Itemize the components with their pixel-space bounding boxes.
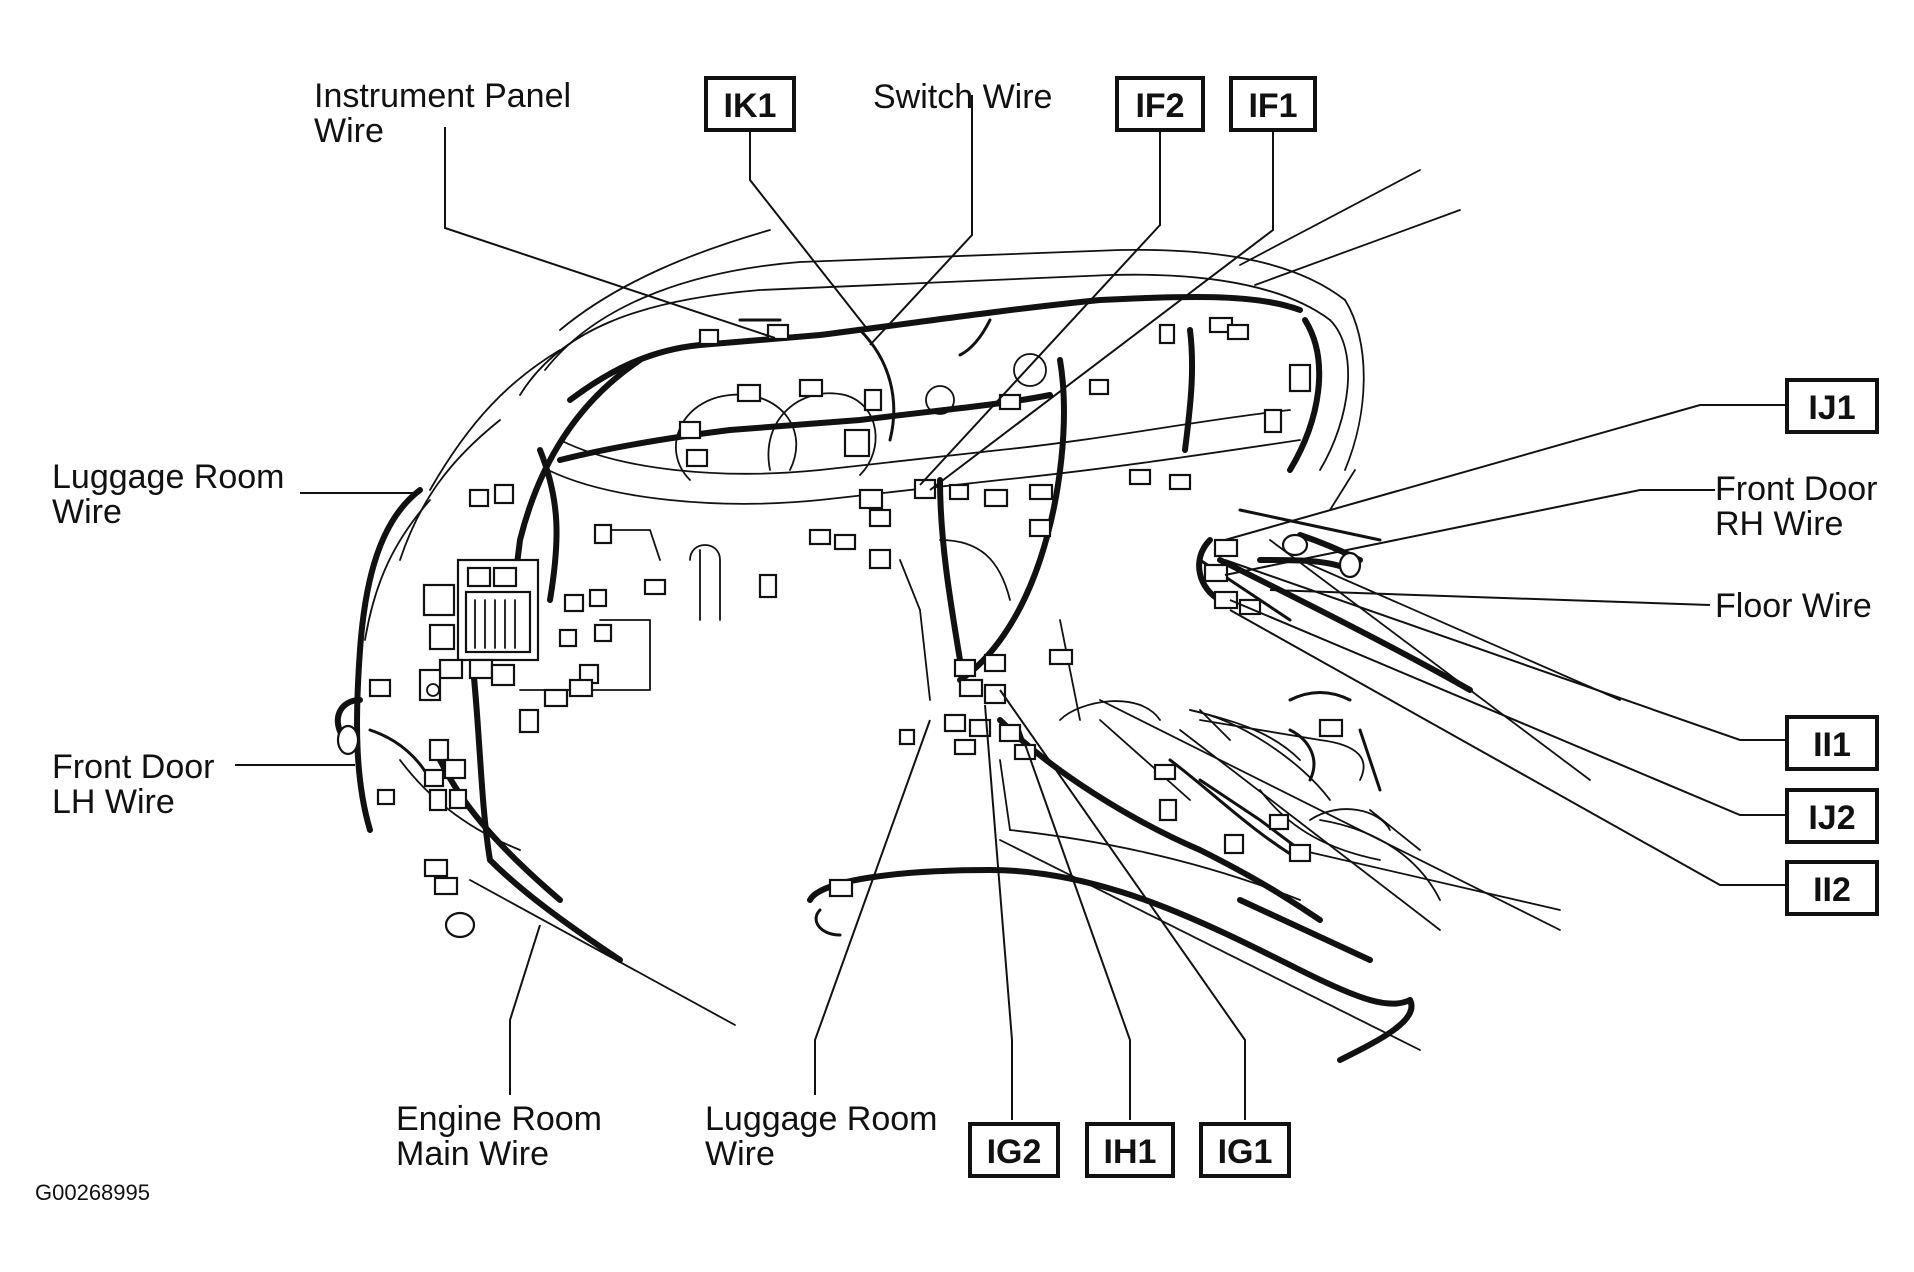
luggage-room-wire-bottom-label-line2: Wire (705, 1135, 775, 1173)
front-door-lh-wire-label-line2: LH Wire (52, 783, 175, 821)
connector-tags: IK1 IF2 IF1 IJ1 II1 IJ2 II2 IG2 (704, 76, 1879, 1178)
svg-text:IF1: IF1 (1248, 87, 1297, 125)
dashboard-outline (364, 169, 1621, 1051)
connector-tag-ig2: IG2 (968, 1122, 1060, 1178)
leader-lines (235, 95, 1785, 1120)
luggage-room-wire-left-label-line2: Wire (52, 493, 122, 531)
wire-labels: Instrument Panel Wire Switch Wire Luggag… (52, 77, 1878, 1173)
figure-id: G00268995 (35, 1180, 150, 1205)
connector-tag-ig1: IG1 (1199, 1122, 1291, 1178)
connector-tag-ii2: II2 (1785, 860, 1879, 916)
connector-tag-ik1: IK1 (704, 76, 796, 132)
svg-text:II1: II1 (1813, 726, 1851, 764)
instrument-panel-wire-label-line2: Wire (314, 112, 384, 150)
svg-text:IG1: IG1 (1218, 1133, 1273, 1171)
harness-wires (334, 294, 1473, 1063)
front-door-lh-wire-label-line1: Front Door (52, 748, 215, 786)
front-door-rh-wire-label-line2: RH Wire (1715, 505, 1843, 543)
connector-tag-ij1: IJ1 (1785, 378, 1879, 434)
engine-room-main-wire-label-line2: Main Wire (396, 1135, 549, 1173)
luggage-room-wire-left-label-line1: Luggage Room (52, 458, 285, 496)
svg-text:IJ1: IJ1 (1808, 389, 1855, 427)
front-door-rh-wire-label-line1: Front Door (1715, 470, 1878, 508)
junction-block (418, 558, 540, 702)
svg-text:IH1: IH1 (1104, 1133, 1157, 1171)
floor-wire-label: Floor Wire (1715, 587, 1872, 625)
connector-tag-if1: IF1 (1229, 76, 1317, 132)
luggage-room-wire-bottom-label-line1: Luggage Room (705, 1100, 938, 1138)
svg-text:IF2: IF2 (1135, 87, 1184, 125)
connector-tag-ii1: II1 (1785, 715, 1879, 771)
switch-wire-label: Switch Wire (873, 78, 1052, 116)
svg-text:IK1: IK1 (724, 87, 777, 125)
svg-text:IJ2: IJ2 (1808, 799, 1855, 837)
connector-tag-ij2: IJ2 (1785, 788, 1879, 844)
harness-connectors (336, 316, 1362, 939)
engine-room-main-wire-label-line1: Engine Room (396, 1100, 602, 1138)
instrument-panel-wire-label-line1: Instrument Panel (314, 77, 571, 115)
svg-text:II2: II2 (1813, 871, 1851, 909)
connector-tag-if2: IF2 (1115, 76, 1205, 132)
svg-text:IG2: IG2 (987, 1133, 1042, 1171)
connector-tag-ih1: IH1 (1085, 1122, 1175, 1178)
